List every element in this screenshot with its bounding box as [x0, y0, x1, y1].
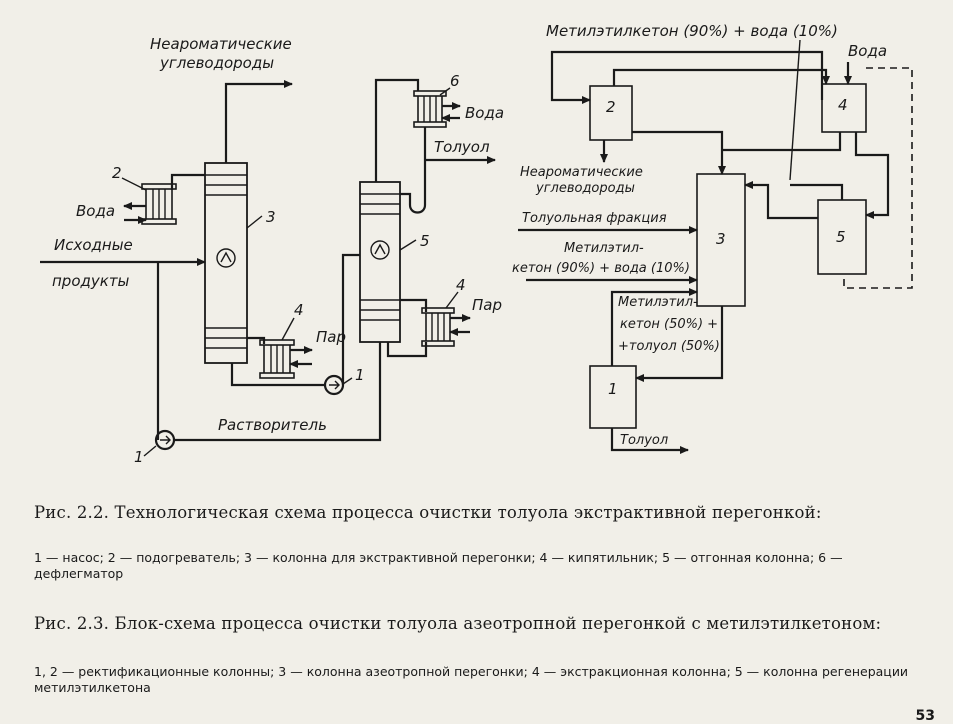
diagrams-canvas: 3 Неароматические углеводороды 2 Вода Ис…	[40, 22, 913, 466]
label-steam-right: Пар	[472, 296, 502, 314]
label-toluene-fraction: Толуольная фракция	[522, 211, 667, 226]
block-4	[821, 83, 867, 133]
block-3-number: 3	[716, 230, 726, 248]
label-mek50-1: Метилэтил-	[618, 295, 698, 310]
fig22-legend: 1 — насос; 2 — подогреватель; 3 — колонн…	[34, 550, 843, 581]
label-water-right: Вода	[465, 104, 504, 122]
label-steam-left: Пар	[316, 328, 346, 346]
page-number: 53	[915, 708, 935, 724]
number-2: 2	[112, 164, 122, 182]
fig22-diagram: 3 Неароматические углеводороды 2 Вода Ис…	[40, 35, 504, 466]
label-non-aromatic-23-1: Неароматические	[520, 165, 643, 180]
reboiler-4-right	[421, 307, 455, 347]
label-mek50-2: кетон (50%) +	[620, 317, 718, 332]
fig23-legend: 1, 2 — ректификационные колонны; 3 — кол…	[34, 664, 909, 695]
label-water-left: Вода	[76, 202, 115, 220]
number-4-left: 4	[294, 301, 304, 319]
label-solvent: Растворитель	[218, 416, 327, 434]
preheater-2	[141, 183, 177, 225]
number-3: 3	[266, 208, 276, 226]
block-1-number: 1	[608, 380, 618, 398]
reboiler-4-left	[259, 339, 295, 379]
label-non-aromatic-23-2: углеводороды	[535, 181, 635, 196]
condenser-6	[413, 90, 447, 128]
label-water-23: Вода	[848, 42, 887, 60]
block-2	[589, 85, 633, 141]
label-mek50-3: +толуол (50%)	[618, 339, 720, 354]
number-1-left: 1	[134, 448, 144, 466]
block-1	[589, 365, 637, 429]
fig23-diagram: Метилэтилкетон (90%) + вода (10%) 2 4 3 …	[512, 22, 913, 454]
block-5-number: 5	[836, 228, 846, 246]
label-non-aromatic-1: Неароматические	[150, 35, 292, 53]
label-feed-2: продукты	[52, 272, 130, 290]
label-toluene-23: Толуол	[620, 433, 668, 448]
block-5	[817, 199, 867, 275]
number-5: 5	[420, 232, 430, 250]
fig22-caption: Рис. 2.2. Технологическая схема процесса…	[34, 503, 822, 522]
extractive-column-3	[204, 162, 263, 364]
stripping-column-5	[359, 181, 417, 343]
number-6: 6	[450, 72, 460, 90]
label-mek90-2: кетон (90%) + вода (10%)	[512, 261, 690, 276]
label-toluene-22: Толуол	[434, 138, 490, 156]
fig23-caption: Рис. 2.3. Блок-схема процесса очистки то…	[34, 614, 882, 633]
block-2-number: 2	[606, 98, 616, 116]
label-mek-water-top: Метилэтилкетон (90%) + вода (10%)	[546, 22, 838, 40]
number-1-right: 1	[355, 366, 365, 384]
block-4-number: 4	[838, 96, 848, 114]
label-feed-1: Исходные	[54, 236, 133, 254]
label-non-aromatic-2: углеводороды	[159, 54, 274, 72]
label-mek90-1: Метилэтил-	[564, 241, 644, 256]
number-4-right: 4	[456, 276, 466, 294]
